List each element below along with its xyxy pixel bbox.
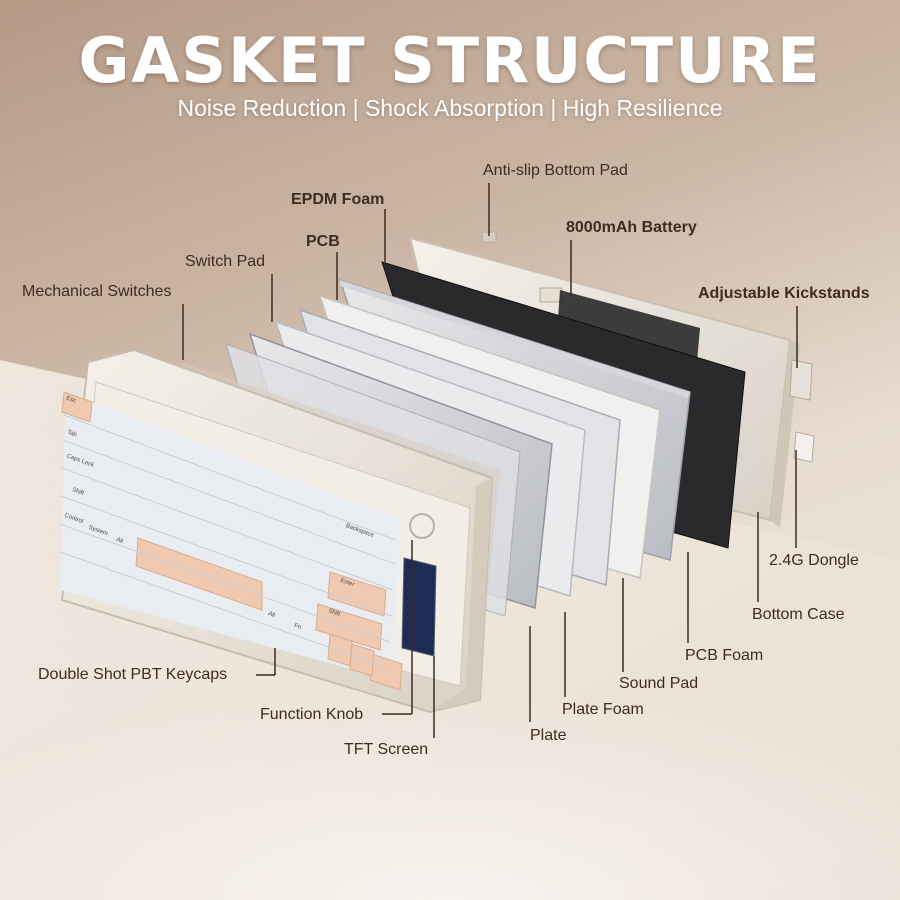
dongle — [793, 431, 815, 463]
label-battery: 8000mAh Battery — [566, 219, 697, 236]
label-pcb-foam: PCB Foam — [685, 647, 764, 664]
label-mechanical-switches: Mechanical Switches — [22, 283, 172, 300]
label-keycaps: Double Shot PBT Keycaps — [38, 666, 228, 683]
label-tft-screen: TFT Screen — [344, 741, 429, 758]
label-plate-foam: Plate Foam — [562, 701, 644, 718]
label-pcb: PCB — [306, 233, 340, 250]
leader-lines — [182, 183, 798, 738]
page-title: GASKET STRUCTURE — [78, 24, 822, 97]
label-2-4g-dongle: 2.4G Dongle — [769, 552, 859, 569]
label-switch-pad: Switch Pad — [185, 253, 266, 270]
kickstands — [789, 359, 813, 401]
label-anti-slip-bottom-pad: Anti-slip Bottom Pad — [483, 162, 628, 179]
label-adjustable-kickstands: Adjustable Kickstands — [698, 285, 870, 302]
label-plate: Plate — [530, 727, 567, 744]
label-epdm-foam: EPDM Foam — [291, 191, 385, 208]
label-function-knob: Function Knob — [260, 706, 364, 723]
label-bottom-case: Bottom Case — [752, 606, 845, 623]
label-sound-pad: Sound Pad — [619, 675, 699, 692]
keycaps — [59, 391, 437, 691]
page-subtitle: Noise Reduction | Shock Absorption | Hig… — [177, 95, 723, 121]
